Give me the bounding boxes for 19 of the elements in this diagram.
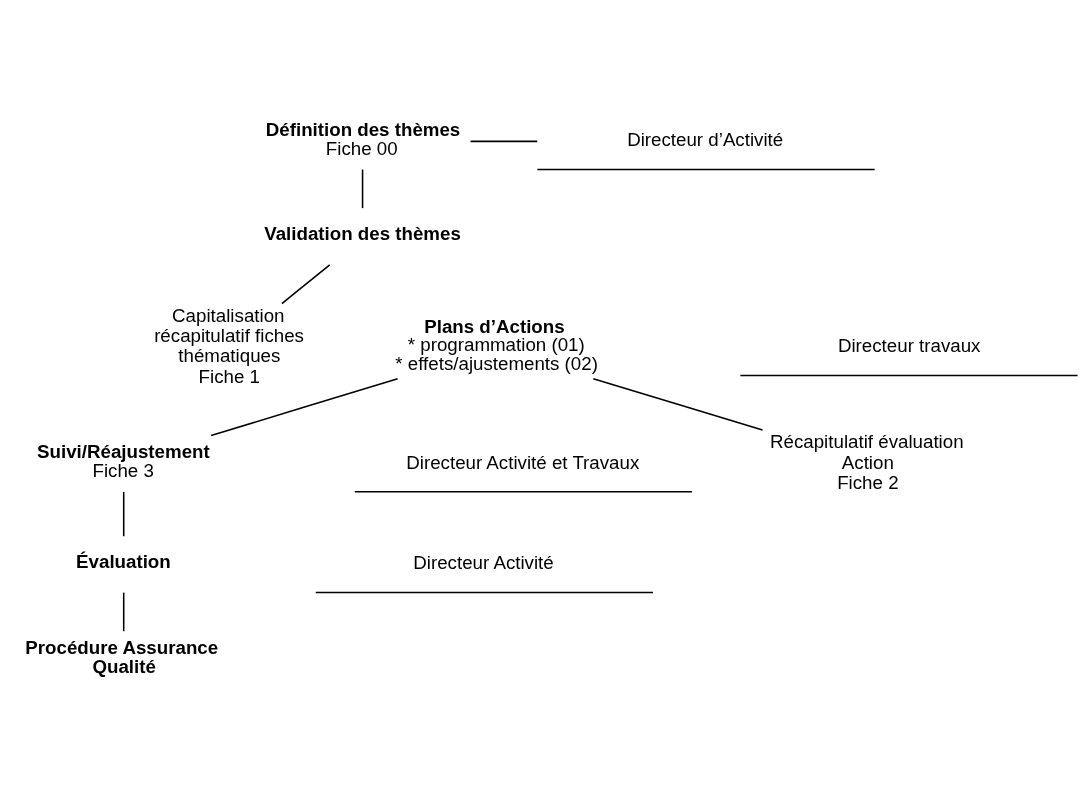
connector (592, 377, 764, 431)
connector (281, 264, 331, 305)
connector (469, 140, 538, 143)
node-text: Récapitulatif évaluation Action Fiche 2 (770, 431, 964, 493)
connector (361, 168, 364, 209)
node-text: Procédure Assurance Qualité (25, 637, 219, 678)
node-text: Suivi/Réajustement Fiche 3 (37, 441, 210, 482)
node-text: Validation des thèmes (264, 222, 461, 244)
node-text: Plans d’Actions * programmation (01) * effets/ajustements (02) (395, 315, 598, 375)
node-text: Évaluation (76, 550, 171, 572)
label: Directeur Activité (413, 552, 554, 574)
connector (210, 377, 399, 437)
connector (122, 491, 125, 537)
node-text: Directeur d’Activité (627, 129, 784, 151)
connector (122, 591, 125, 632)
label: Directeur Activité et Travaux (406, 451, 640, 473)
node-text: Définition des thèmes Fiche 00 (265, 119, 461, 159)
node-text: Capitalisation récapitulatif fiches thématiques Fiche 1 (154, 304, 304, 387)
label: Directeur travaux (837, 335, 981, 357)
